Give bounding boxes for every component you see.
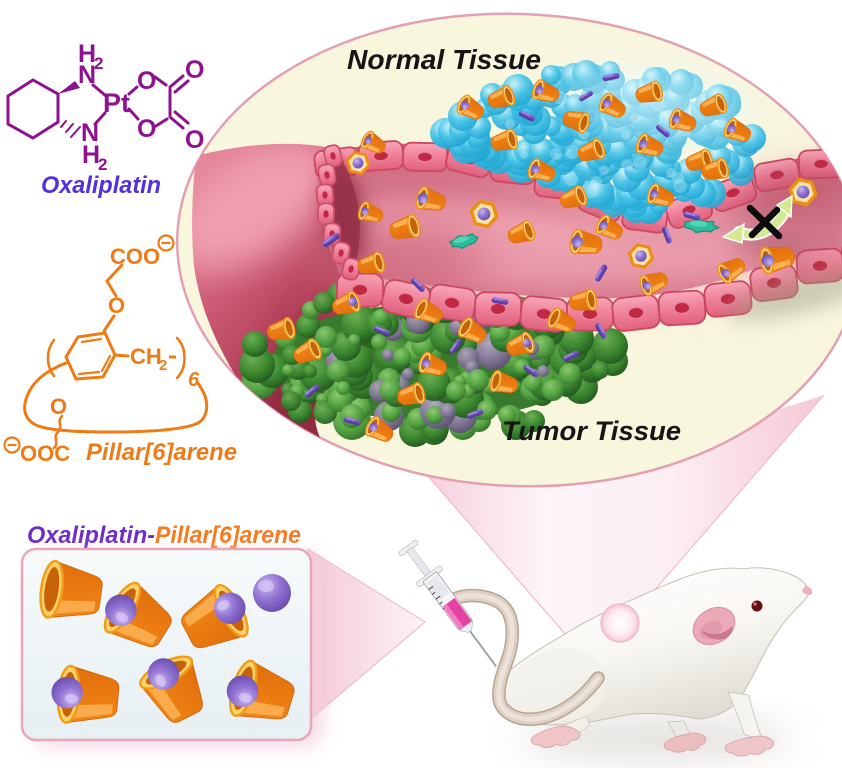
svg-text:Pillar[6]arene: Pillar[6]arene [86, 439, 237, 466]
svg-text:O: O [185, 126, 204, 154]
svg-text:OOC: OOC [20, 441, 70, 466]
svg-text:6: 6 [188, 369, 200, 391]
svg-text:H: H [78, 40, 96, 68]
svg-text:Oxaliplatin-: Oxaliplatin- [27, 522, 155, 549]
svg-text:COO: COO [110, 244, 160, 269]
svg-text:Tumor Tissue: Tumor Tissue [502, 416, 681, 446]
svg-text:O: O [50, 394, 67, 419]
svg-text:O: O [108, 293, 125, 318]
svg-text:O: O [185, 56, 204, 84]
svg-text:CH: CH [130, 344, 162, 369]
svg-text:2: 2 [98, 155, 107, 174]
svg-text:2: 2 [159, 357, 167, 374]
svg-text:H: H [82, 141, 100, 169]
svg-text:N: N [78, 61, 96, 89]
svg-text:N: N [81, 119, 99, 147]
svg-text:Normal Tissue: Normal Tissue [347, 44, 541, 75]
svg-text:O: O [137, 67, 156, 95]
svg-text:Oxaliplatin: Oxaliplatin [41, 172, 161, 199]
svg-text:Pt: Pt [103, 88, 130, 118]
svg-text:O: O [137, 115, 156, 143]
svg-text:2: 2 [94, 54, 103, 73]
svg-text:Pillar[6]arene: Pillar[6]arene [155, 522, 301, 549]
